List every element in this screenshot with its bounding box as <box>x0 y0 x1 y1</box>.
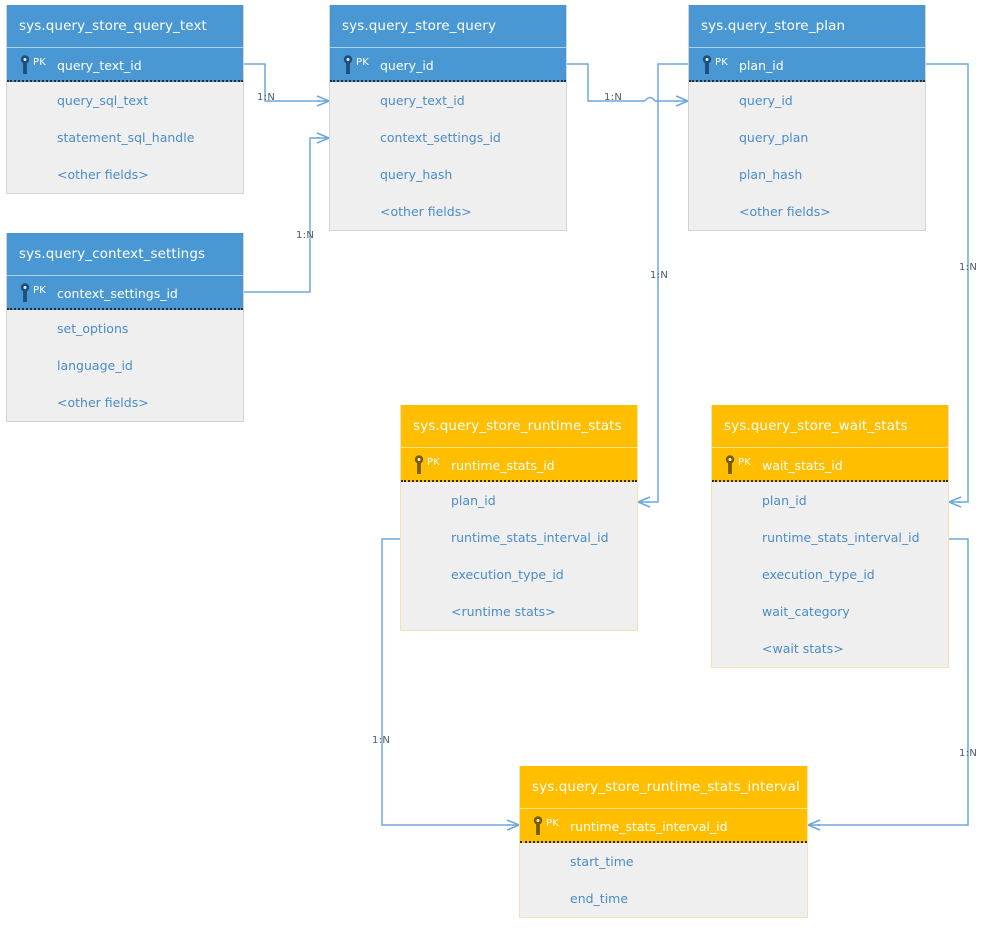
entity-field-list: plan_id runtime_stats_interval_id executio… <box>401 482 637 630</box>
entity-primary-key-row[interactable]: PK wait_stats_id <box>712 447 948 482</box>
key-icon <box>19 55 31 75</box>
entity-title: sys.query_store_query_text <box>7 5 243 47</box>
entity-field[interactable]: execution_type_id <box>762 567 875 582</box>
pk-field-name: runtime_stats_id <box>451 458 555 473</box>
entity-field[interactable]: context_settings_id <box>380 130 501 145</box>
entity-field[interactable]: language_id <box>57 358 133 373</box>
pk-field-name: query_id <box>380 58 434 73</box>
entity-field-list: plan_id runtime_stats_interval_id executio… <box>712 482 948 667</box>
entity-field[interactable]: runtime_stats_interval_id <box>451 530 609 545</box>
entity-title: sys.query_store_wait_stats <box>712 405 948 447</box>
entity-field[interactable]: query_id <box>739 93 793 108</box>
connector-context-settings-to-query <box>244 132 330 293</box>
entity-primary-key-row[interactable]: PK plan_id <box>689 47 925 82</box>
entity-field[interactable]: set_options <box>57 321 129 336</box>
relationship-label-r2: 1:N <box>296 230 315 241</box>
entity-field[interactable]: query_text_id <box>380 93 465 108</box>
entity-field[interactable]: execution_type_id <box>451 567 564 582</box>
entity-primary-key-row[interactable]: PK runtime_stats_id <box>401 447 637 482</box>
entity-field[interactable]: plan_hash <box>739 167 803 182</box>
key-icon <box>19 283 31 303</box>
pk-badge: PK <box>738 457 751 468</box>
pk-field-name: wait_stats_id <box>762 458 843 473</box>
entity-field-list: set_options language_id <other fields> <box>7 310 243 421</box>
pk-field-name: query_text_id <box>57 58 142 73</box>
entity-field[interactable]: statement_sql_handle <box>57 130 195 145</box>
entity-field[interactable]: wait_category <box>762 604 850 619</box>
entity-title: sys.query_context_settings <box>7 233 243 275</box>
entity-field[interactable]: query_sql_text <box>57 93 149 108</box>
pk-badge: PK <box>33 57 46 68</box>
entity-field[interactable]: end_time <box>570 891 629 906</box>
pk-badge: PK <box>427 457 440 468</box>
key-icon <box>701 55 713 75</box>
key-icon <box>413 455 425 475</box>
entity-field-list: query_id query_plan plan_hash <other fields… <box>689 82 925 230</box>
entity-field-list: start_time end_time <box>520 843 807 917</box>
entity-field[interactable]: query_hash <box>380 167 453 182</box>
pk-field-name: runtime_stats_interval_id <box>570 819 728 834</box>
entity-title: sys.query_store_plan <box>689 5 925 47</box>
pk-field-name: context_settings_id <box>57 286 178 301</box>
entity-field[interactable]: query_plan <box>739 130 809 145</box>
entity-field[interactable]: <other fields> <box>57 395 149 410</box>
entity-field[interactable]: start_time <box>570 854 634 869</box>
pk-badge: PK <box>356 57 369 68</box>
relationship-label-r1: 1:N <box>257 92 276 103</box>
entity-field-list: query_text_id context_settings_id query_ha… <box>330 82 566 230</box>
key-icon <box>532 816 544 836</box>
entity-field[interactable]: <wait stats> <box>762 641 844 656</box>
connector-query-to-plan <box>567 63 689 107</box>
entity-primary-key-row[interactable]: PK context_settings_id <box>7 275 243 310</box>
entity-field[interactable]: plan_id <box>762 493 807 508</box>
key-icon <box>724 455 736 475</box>
connector-plan-to-runtime-stats <box>637 63 688 508</box>
entity-field[interactable]: <other fields> <box>57 167 149 182</box>
entity-title: sys.query_store_runtime_stats <box>401 405 637 447</box>
key-icon <box>342 55 354 75</box>
pk-badge: PK <box>33 285 46 296</box>
entity-primary-key-row[interactable]: PK query_text_id <box>7 47 243 82</box>
pk-field-name: plan_id <box>739 58 784 73</box>
relationship-label-r4: 1:N <box>650 270 669 281</box>
entity-title: sys.query_store_query <box>330 5 566 47</box>
entity-field-list: query_sql_text statement_sql_handle <other… <box>7 82 243 193</box>
pk-badge: PK <box>546 818 559 829</box>
entity-primary-key-row[interactable]: PK query_id <box>330 47 566 82</box>
relationship-label-r5: 1:N <box>959 262 978 273</box>
entity-field[interactable]: <other fields> <box>739 204 831 219</box>
entity-field[interactable]: <runtime stats> <box>451 604 556 619</box>
entity-field[interactable]: <other fields> <box>380 204 472 219</box>
entity-field[interactable]: plan_id <box>451 493 496 508</box>
relationship-label-r3: 1:N <box>604 92 623 103</box>
relationship-label-r6: 1:N <box>372 735 391 746</box>
entity-title: sys.query_store_runtime_stats_interval <box>520 766 807 808</box>
relationship-label-r7: 1:N <box>959 748 978 759</box>
pk-badge: PK <box>715 57 728 68</box>
entity-field[interactable]: runtime_stats_interval_id <box>762 530 920 545</box>
entity-primary-key-row[interactable]: PK runtime_stats_interval_id <box>520 808 807 843</box>
